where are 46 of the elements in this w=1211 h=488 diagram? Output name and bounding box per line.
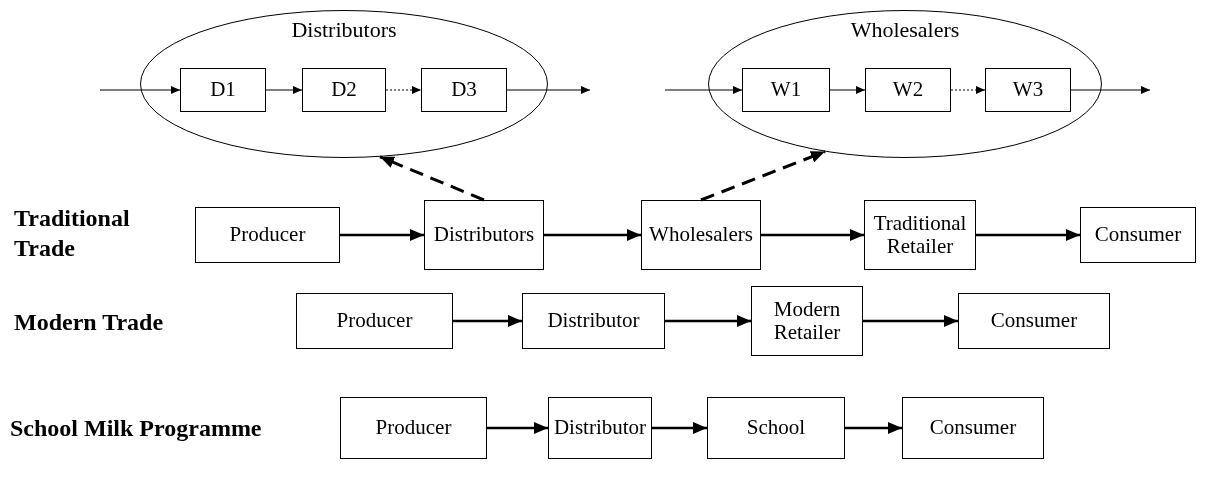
process-box: W1 bbox=[742, 68, 830, 112]
process-box: D2 bbox=[302, 68, 386, 112]
process-box: Distributors bbox=[424, 200, 544, 270]
arrow bbox=[664, 86, 743, 94]
arrow bbox=[265, 86, 303, 94]
arrow bbox=[761, 229, 864, 241]
arrow bbox=[487, 422, 548, 434]
arrow bbox=[976, 229, 1080, 241]
row-heading: Traditional Trade bbox=[14, 204, 131, 263]
row-heading: School Milk Programme bbox=[10, 414, 263, 443]
group-title: Wholesalers bbox=[849, 16, 961, 44]
arrow bbox=[1070, 86, 1151, 94]
process-box: School bbox=[707, 397, 845, 459]
process-box: W2 bbox=[865, 68, 951, 112]
process-box: Consumer bbox=[1080, 207, 1196, 263]
group-ellipse bbox=[140, 10, 548, 158]
arrow bbox=[506, 86, 591, 94]
process-box: Distributor bbox=[522, 293, 665, 349]
process-box: Wholesalers bbox=[641, 200, 761, 270]
process-box: W3 bbox=[985, 68, 1071, 112]
arrow bbox=[829, 86, 866, 94]
group-ellipse bbox=[708, 10, 1102, 158]
process-box: Consumer bbox=[958, 293, 1110, 349]
group-title: Distributors bbox=[290, 16, 398, 44]
process-box: Traditional Retailer bbox=[864, 200, 976, 270]
arrow bbox=[453, 315, 522, 327]
arrow bbox=[379, 155, 485, 202]
process-box: Producer bbox=[195, 207, 340, 263]
arrow bbox=[665, 315, 751, 327]
process-box: D1 bbox=[180, 68, 266, 112]
row-heading: Modern Trade bbox=[14, 308, 165, 337]
process-box: Distributor bbox=[548, 397, 652, 459]
arrow bbox=[652, 422, 707, 434]
arrow bbox=[99, 86, 181, 94]
process-box: Modern Retailer bbox=[751, 286, 863, 356]
process-box: Producer bbox=[340, 397, 487, 459]
process-box: Producer bbox=[296, 293, 453, 349]
arrow bbox=[863, 315, 958, 327]
arrow bbox=[700, 150, 826, 202]
process-box: D3 bbox=[421, 68, 507, 112]
arrow bbox=[544, 229, 641, 241]
arrow bbox=[385, 86, 422, 94]
arrow bbox=[950, 86, 986, 94]
process-box: Consumer bbox=[902, 397, 1044, 459]
arrow bbox=[340, 229, 424, 241]
arrow bbox=[845, 422, 902, 434]
